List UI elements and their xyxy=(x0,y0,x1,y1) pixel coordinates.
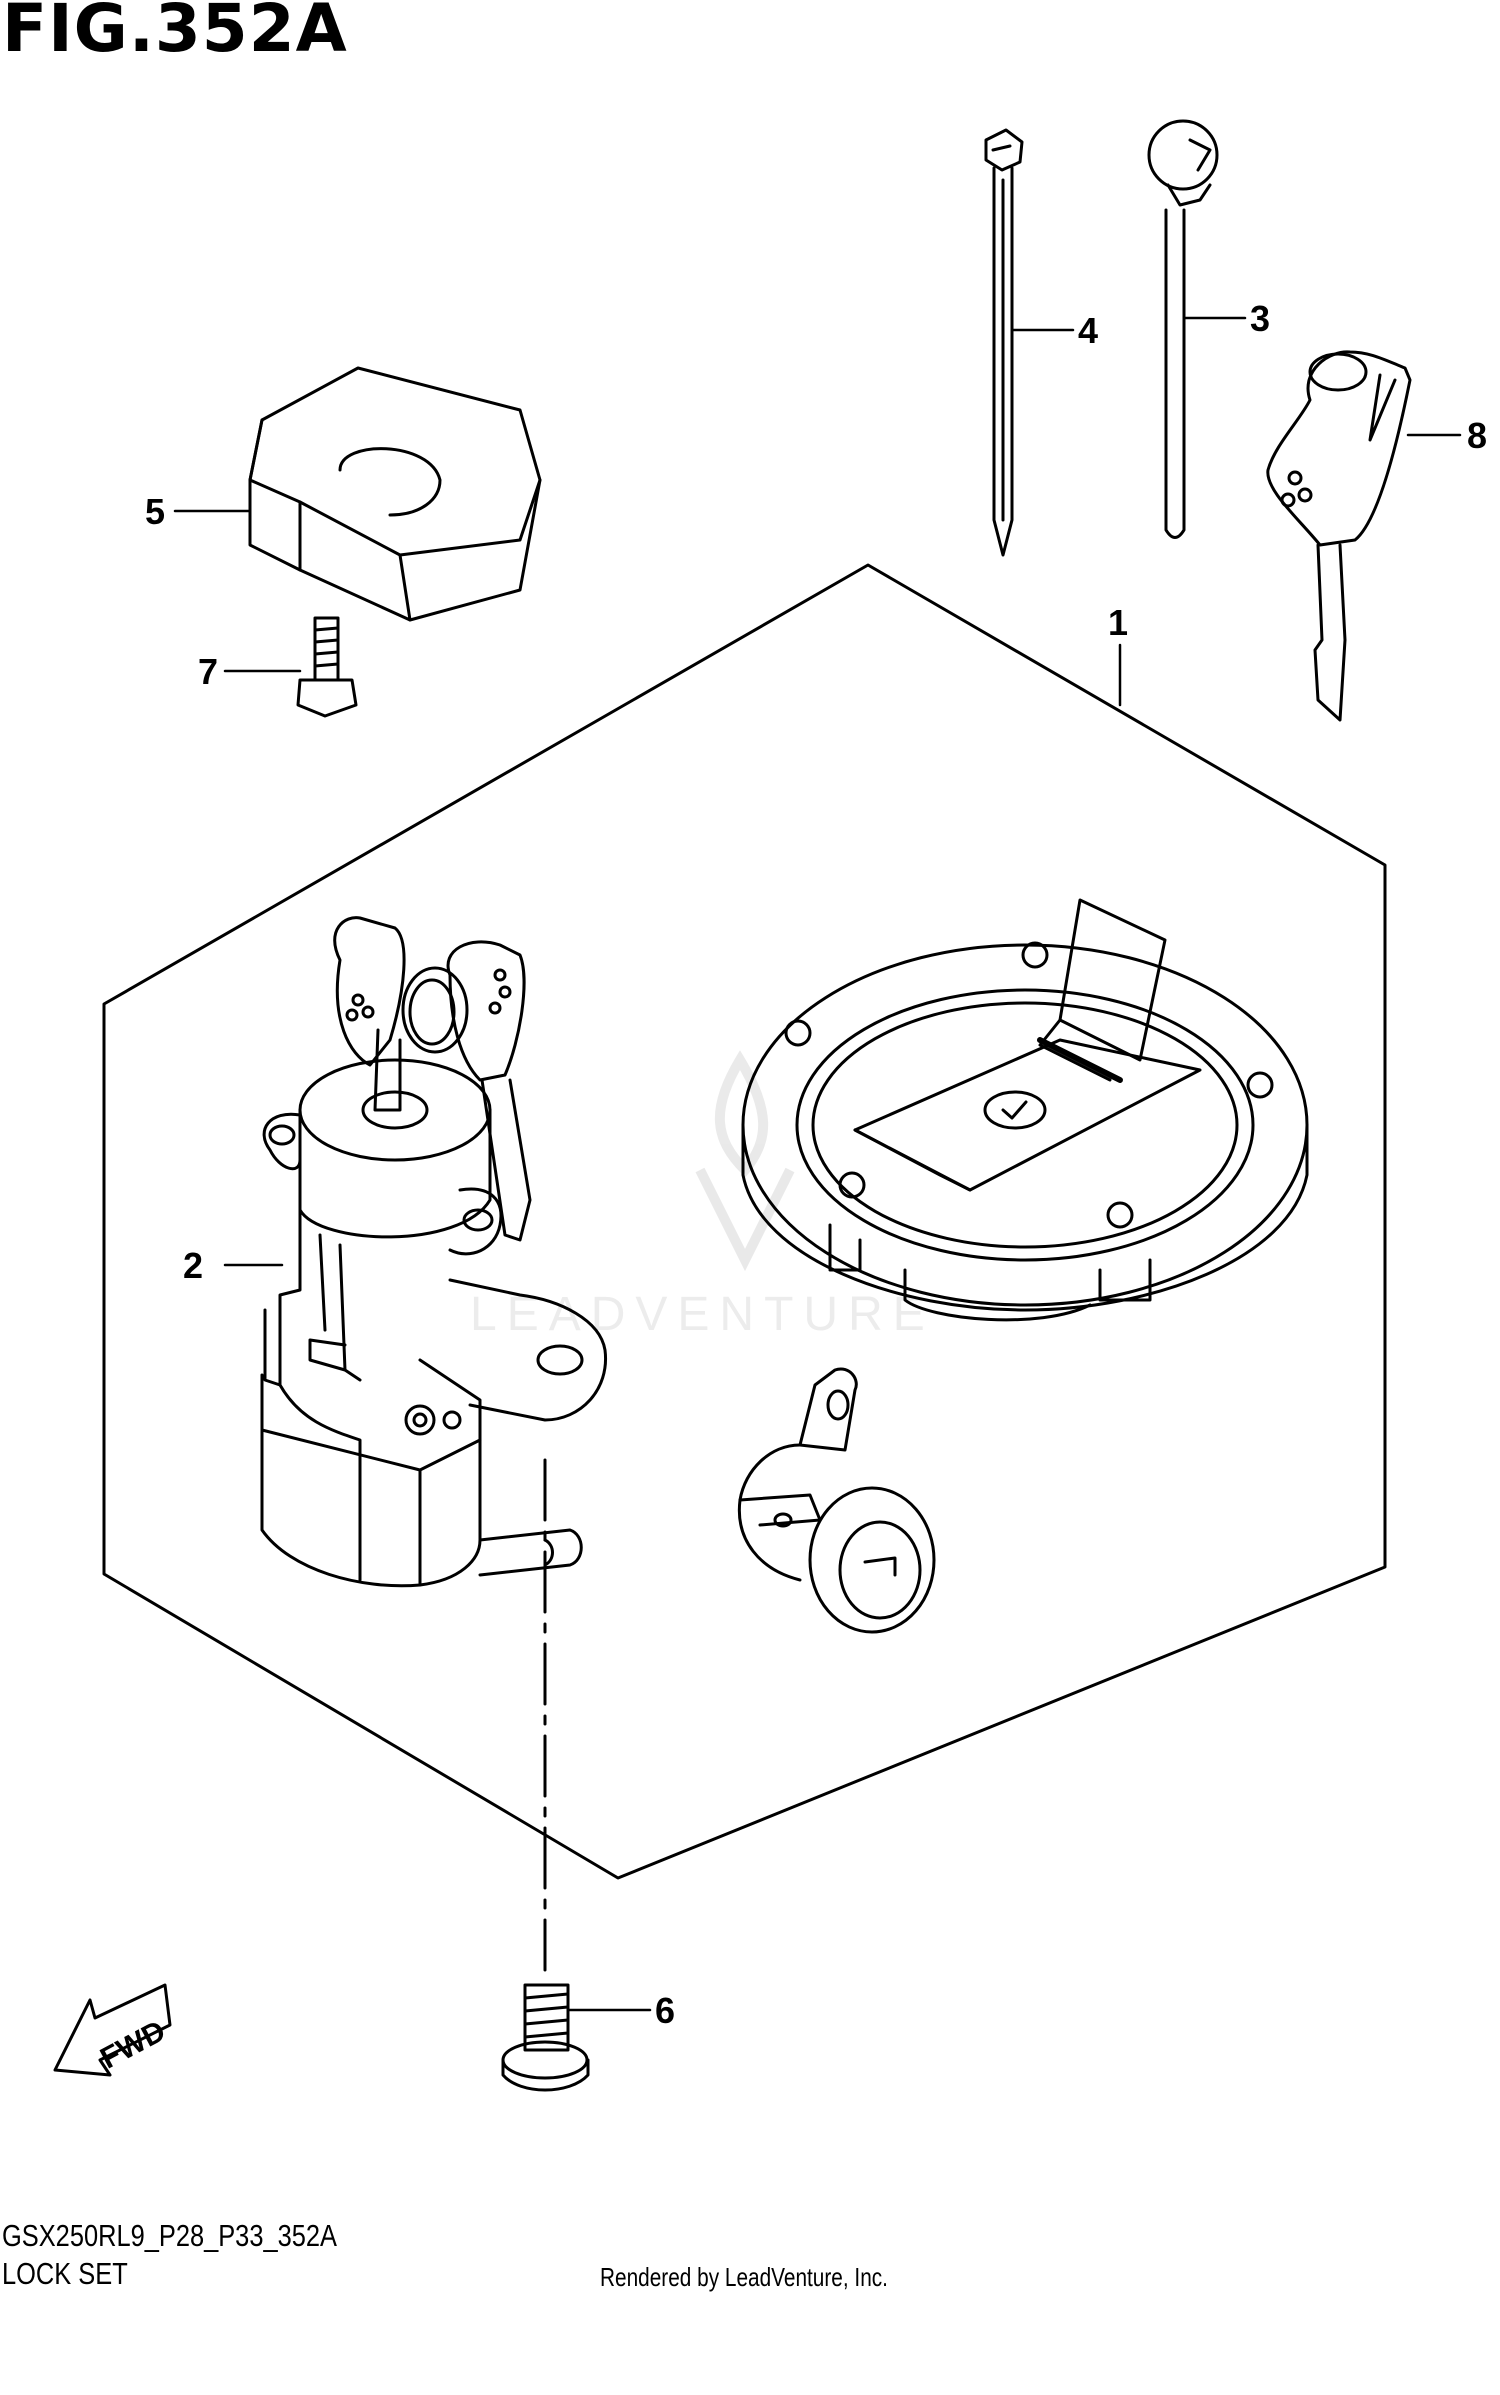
screw-6 xyxy=(501,1983,590,2092)
figure-title: FIG.352A xyxy=(2,0,348,67)
rendered-by-credit: Rendered by LeadVenture, Inc. xyxy=(600,2262,888,2292)
callout-3[interactable]: 3 xyxy=(1250,298,1270,339)
model-code: GSX250RL9_P28_P33_352A xyxy=(2,2218,337,2253)
ignition-switch-2 xyxy=(260,916,608,1588)
callouts: 1 2 3 4 5 6 7 8 xyxy=(145,298,1487,2031)
watermark: LEADVENTURE xyxy=(470,1050,935,1341)
callout-5[interactable]: 5 xyxy=(145,491,165,532)
line-art xyxy=(53,119,1462,2092)
callout-7[interactable]: 7 xyxy=(198,651,218,692)
section-name: LOCK SET xyxy=(2,2256,128,2291)
callout-6[interactable]: 6 xyxy=(655,1990,675,2031)
cover-5 xyxy=(248,366,542,622)
callout-4[interactable]: 4 xyxy=(1078,310,1098,351)
callout-2[interactable]: 2 xyxy=(183,1245,203,1286)
watermark-logo-icon xyxy=(695,1050,795,1272)
lock-set-outline xyxy=(102,563,1387,1880)
callout-8[interactable]: 8 xyxy=(1467,415,1487,456)
fwd-arrow-icon xyxy=(53,1983,172,2077)
cable-tie-3 xyxy=(1147,119,1219,539)
callout-1[interactable]: 1 xyxy=(1108,602,1128,643)
seat-lock xyxy=(737,1367,936,1634)
bolt-7 xyxy=(296,616,358,718)
watermark-text: LEADVENTURE xyxy=(470,1288,935,1341)
leader-lines xyxy=(173,316,1462,2012)
cable-tie-4 xyxy=(984,128,1024,557)
key-8 xyxy=(1266,350,1412,722)
fwd-label: FWD xyxy=(95,2014,171,2075)
fuel-cap xyxy=(741,898,1309,1322)
